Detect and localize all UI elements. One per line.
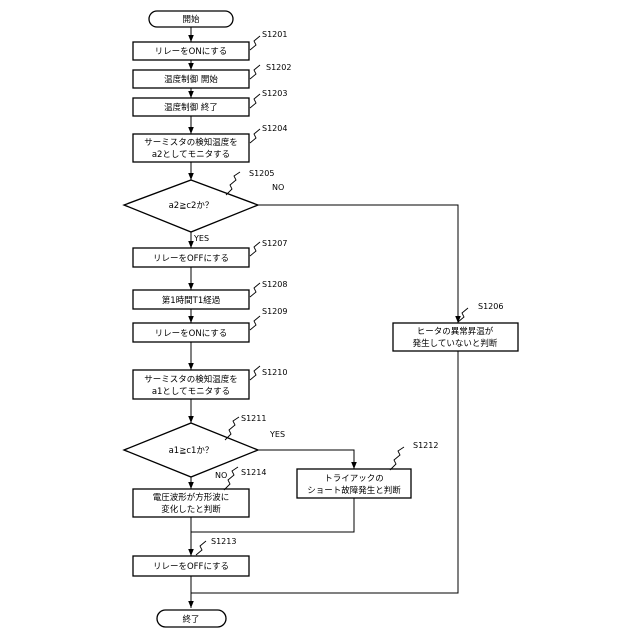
- label-s1208: S1208: [262, 280, 287, 289]
- leader-s1213: [196, 541, 206, 555]
- branch-s1205-no: NO: [272, 183, 284, 192]
- end-terminal: 終了: [157, 610, 226, 627]
- step-s1202: 温度制御 開始: [133, 70, 249, 88]
- leader-s1210: [250, 366, 260, 380]
- end-label: 終了: [182, 614, 199, 625]
- leader-s1207: [250, 242, 260, 256]
- step-s1214-line2: 変化したと判断: [161, 504, 221, 515]
- decision-s1211: a1≧c1か？: [124, 423, 258, 477]
- arrow-s1205-no: [258, 205, 458, 323]
- step-s1214: 電圧波形が方形波に 変化したと判断: [133, 489, 249, 517]
- decision-s1211-text: a1≧c1か？: [169, 446, 214, 456]
- label-s1204: S1204: [262, 124, 287, 133]
- decision-s1205: a2≧c2か？: [124, 180, 258, 232]
- step-s1206-line1: ヒータの異常昇温が: [417, 326, 494, 337]
- step-s1210-line1: サーミスタの検知温度を: [144, 374, 238, 385]
- step-s1212-line1: トライアックの: [324, 474, 384, 484]
- leader-s1201: [250, 36, 260, 50]
- step-s1202-text: 温度制御 開始: [164, 74, 218, 85]
- label-s1206: S1206: [478, 302, 503, 311]
- step-s1208: 第1時間T1経過: [133, 290, 249, 309]
- arrow-s1211-yes: [258, 450, 354, 469]
- branch-s1205-yes: YES: [193, 234, 209, 243]
- leader-s1208: [250, 283, 260, 297]
- label-s1207: S1207: [262, 239, 287, 248]
- step-s1209-text: リレーをONにする: [155, 329, 228, 339]
- label-s1213: S1213: [211, 537, 236, 546]
- step-s1208-text: 第1時間T1経過: [162, 295, 221, 306]
- leader-s1209: [250, 316, 260, 330]
- step-s1204-line2: a2としてモニタする: [152, 150, 230, 160]
- step-s1213-text: リレーをOFFにする: [153, 562, 229, 572]
- step-s1203-text: 温度制御 終了: [164, 102, 218, 113]
- step-s1204-line1: サーミスタの検知温度を: [144, 137, 238, 148]
- branch-s1211-no: NO: [215, 471, 227, 480]
- label-s1203: S1203: [262, 89, 287, 98]
- branch-s1211-yes: YES: [269, 430, 285, 439]
- step-s1206: ヒータの異常昇温が 発生していないと判断: [393, 323, 518, 351]
- leader-s1205: [226, 172, 240, 195]
- label-s1209: S1209: [262, 307, 287, 316]
- leader-s1206: [458, 308, 468, 322]
- step-s1203: 温度制御 終了: [133, 98, 249, 116]
- step-s1210-line2: a1としてモニタする: [152, 387, 230, 397]
- label-s1211: S1211: [241, 414, 266, 423]
- step-s1207-text: リレーをOFFにする: [153, 254, 229, 264]
- step-s1204: サーミスタの検知温度を a2としてモニタする: [133, 134, 249, 162]
- start-terminal: 開始: [149, 11, 233, 27]
- start-label: 開始: [182, 14, 200, 25]
- step-s1210: サーミスタの検知温度を a1としてモニタする: [133, 370, 249, 399]
- step-s1213: リレーをOFFにする: [133, 556, 249, 576]
- label-s1210: S1210: [262, 368, 287, 377]
- step-s1201-text: リレーをONにする: [155, 47, 228, 57]
- decision-s1205-text: a2≧c2か？: [169, 201, 214, 211]
- label-s1212: S1212: [413, 441, 438, 450]
- step-s1201: リレーをONにする: [133, 42, 249, 60]
- step-s1209: リレーをONにする: [133, 323, 249, 342]
- label-s1202: S1202: [266, 63, 291, 72]
- leader-s1212: [390, 447, 404, 470]
- leader-s1204: [250, 129, 260, 143]
- step-s1207: リレーをOFFにする: [133, 248, 249, 267]
- leader-s1203: [250, 94, 260, 108]
- step-s1206-line2: 発生していないと判断: [413, 338, 498, 349]
- step-s1212: トライアックの ショート故障発生と判断: [297, 469, 411, 498]
- step-s1214-line1: 電圧波形が方形波に: [153, 492, 230, 503]
- label-s1201: S1201: [262, 30, 287, 39]
- label-s1205: S1205: [249, 169, 274, 178]
- step-s1212-line2: ショート故障発生と判断: [307, 485, 401, 496]
- leader-s1202: [250, 65, 260, 79]
- leader-s1211: [225, 417, 239, 440]
- label-s1214: S1214: [241, 468, 266, 477]
